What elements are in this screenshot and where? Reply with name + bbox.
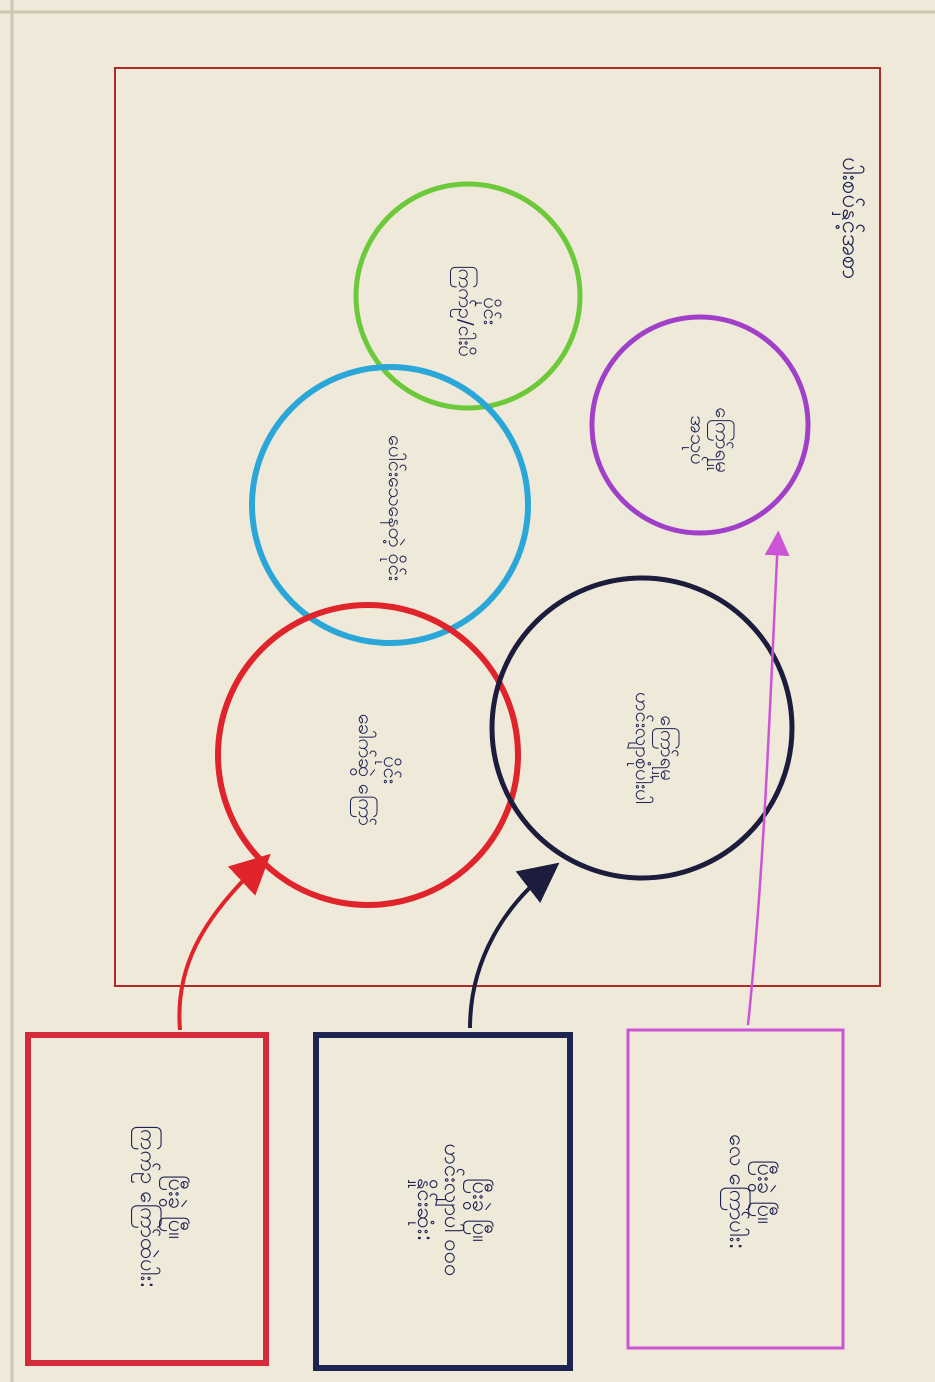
box-red bbox=[25, 1032, 269, 1366]
circle-purple bbox=[589, 314, 811, 536]
circle-label-blue: ပေါင်းသေနေတဲ့ ဝိုင်း bbox=[384, 435, 408, 581]
circle-label-green: ပိုင်း ကြက်ဥ/ငါးပိ bbox=[454, 265, 503, 357]
circle-label-red: ပိုင်း ခေါက်ဆွဲ ကြော် bbox=[354, 713, 403, 827]
arrow-navy bbox=[468, 862, 560, 1029]
circle-label-navy: ကြော်ရမှု ဟင်းလျာစုံပါးပါ bbox=[631, 692, 680, 804]
arrow-red bbox=[177, 853, 271, 1031]
box-label-red: ပြီးခွဲ ပြီ။ ကြက်ဥ ကြော်ထဲပါး: bbox=[135, 1125, 189, 1289]
circle-blue bbox=[249, 364, 531, 646]
frame-title: ပါးစပ်နှင့်အစာ bbox=[837, 156, 865, 280]
box-purple bbox=[626, 1028, 845, 1350]
arrow-purple bbox=[746, 530, 790, 1026]
diagram-frame bbox=[114, 67, 881, 987]
box-label-purple: ပြီးခွဲ ပြီ။ လေ ကြော်ပါး: bbox=[724, 1134, 778, 1250]
circle-red bbox=[215, 602, 521, 908]
circle-label-purple: ကြော်ရမှု အသုပ် bbox=[686, 407, 735, 473]
circle-navy bbox=[489, 575, 795, 881]
circle-green bbox=[353, 181, 583, 411]
box-navy bbox=[313, 1032, 573, 1371]
box-label-navy: ပြီးခွဲ ပြီ။ ဟင်းလျာပါ ဝဝဝ နှိုင်းဆုံး: bbox=[412, 1143, 492, 1277]
